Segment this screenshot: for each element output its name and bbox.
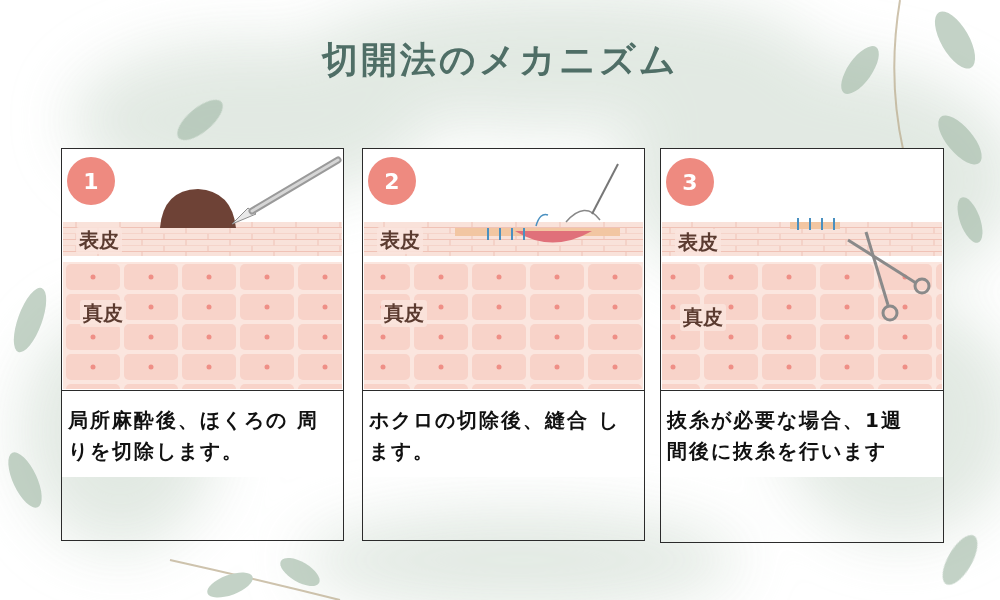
- skin-layer-label: 真皮: [381, 300, 427, 327]
- step-panel: ホクロの切除後、縫合 します。 2: [362, 148, 645, 541]
- skin-layer-label: 表皮: [675, 229, 721, 256]
- step-panel: 局所麻酔後、ほくろの 周りを切除します。 1: [61, 148, 344, 541]
- step-number: 3: [682, 170, 697, 195]
- step-caption: 局所麻酔後、ほくろの 周りを切除します。: [62, 390, 343, 477]
- step-panel: 抜糸が必要な場合、1週 間後に抜糸を行います 3: [660, 148, 944, 543]
- step-caption: ホクロの切除後、縫合 します。: [363, 390, 644, 477]
- skin-layer-label: 表皮: [76, 227, 122, 254]
- step-caption: 抜糸が必要な場合、1週 間後に抜糸を行います: [661, 390, 943, 477]
- skin-layer-label: 真皮: [680, 304, 726, 331]
- diagram-title: 切開法のメカニズム: [0, 36, 1000, 85]
- skin-layer-label: 表皮: [377, 227, 423, 254]
- step-number-circle: 2: [368, 157, 416, 205]
- step-number-circle: 1: [67, 157, 115, 205]
- skin-layer-label: 真皮: [80, 300, 126, 327]
- step-number: 2: [384, 169, 399, 194]
- step-number: 1: [83, 169, 98, 194]
- step-number-circle: 3: [666, 158, 714, 206]
